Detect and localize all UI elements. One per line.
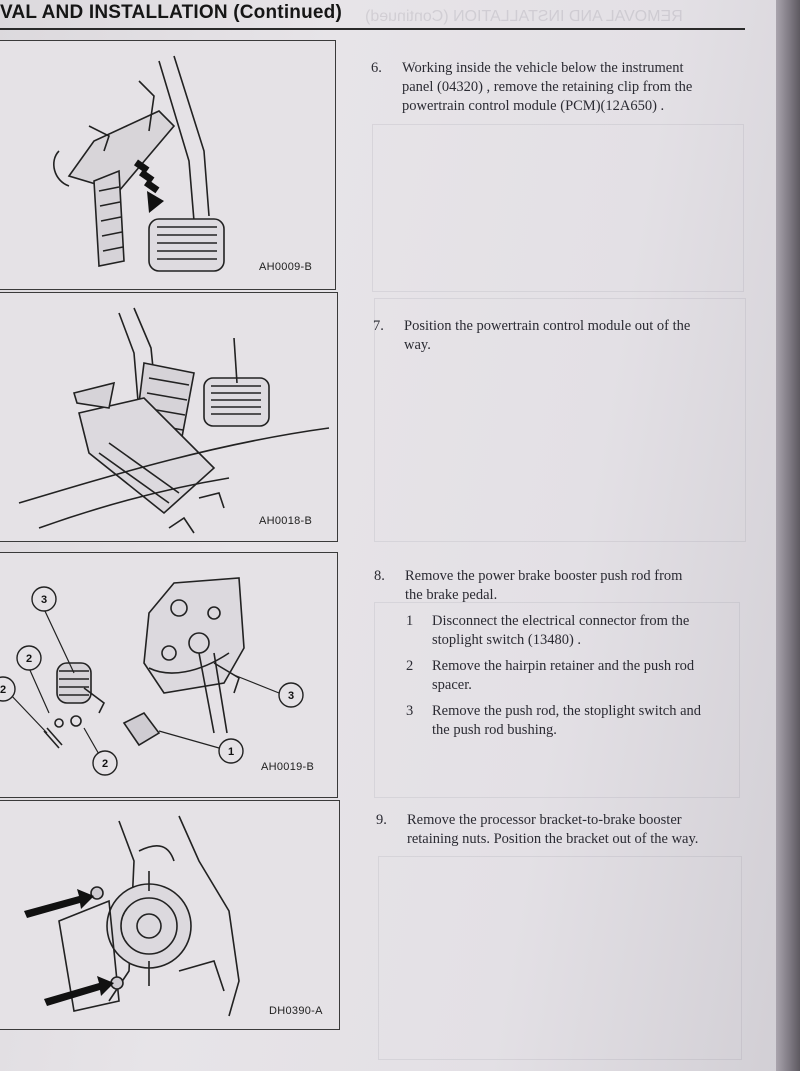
book-spine-shadow	[776, 0, 800, 1071]
figure-code: DH0390-A	[269, 1005, 323, 1017]
figure-dh0390: DH0390-A	[0, 800, 340, 1030]
bleed-through-text: REMOVAL AND INSTALLATION (Continued)	[365, 8, 683, 25]
step-number: 6.	[371, 60, 382, 76]
text-line: the brake pedal.	[405, 587, 498, 603]
bleed-through-box	[372, 124, 744, 292]
substep-text: Disconnect the electrical connector from…	[432, 612, 689, 650]
header-rule	[0, 28, 745, 30]
text-line: the push rod bushing.	[432, 722, 557, 738]
callout-circles	[0, 586, 304, 776]
figure-code: AH0009-B	[259, 261, 313, 273]
step-text: Remove the power brake booster push rod …	[405, 567, 682, 605]
text-line: Working inside the vehicle below the ins…	[402, 60, 684, 76]
bleed-through-box	[374, 602, 740, 798]
step-number: 7.	[373, 318, 384, 334]
substep-number: 2	[406, 658, 414, 674]
push-rod-illustration: 3 2 2 2 3 1	[0, 577, 304, 776]
callout-label-2a: 2	[26, 653, 32, 665]
section-header: VAL AND INSTALLATION (Continued)	[0, 2, 343, 23]
figure-code: AH0019-B	[261, 761, 315, 773]
text-line: way.	[404, 337, 431, 353]
text-line: Remove the hairpin retainer and the push…	[432, 658, 695, 674]
text-line: retaining nuts. Position the bracket out…	[407, 831, 699, 847]
text-line: spacer.	[432, 677, 472, 693]
manual-page: REMOVAL AND INSTALLATION (Continued) VAL…	[0, 0, 780, 1071]
substep-number: 1	[406, 613, 414, 629]
pcm-position-illustration	[18, 307, 330, 534]
callout-label-3b: 3	[288, 690, 294, 702]
text-line: stoplight switch (13480) .	[432, 632, 582, 648]
figure-ah0018: AH0018-B	[0, 292, 338, 542]
text-line: powertrain control module (PCM)(12A650) …	[402, 98, 665, 114]
bleed-through-box	[378, 856, 742, 1060]
figure-ah0009: AH0009-B	[0, 40, 336, 290]
figure-ah0019: 3 2 2 2 3 1 AH0019-B	[0, 552, 338, 798]
bracket-nuts-illustration	[24, 815, 240, 1017]
step-text: Position the powertrain control module o…	[404, 317, 690, 355]
text-line: Disconnect the electrical connector from…	[432, 613, 690, 629]
step-number: 8.	[374, 568, 385, 584]
text-line: Remove the processor bracket-to-brake bo…	[407, 812, 682, 828]
bleed-through-box	[374, 298, 746, 542]
text-line: Remove the power brake booster push rod …	[405, 568, 683, 584]
substep-text: Remove the push rod, the stoplight switc…	[432, 702, 701, 740]
text-line: panel (04320) , remove the retaining cli…	[402, 79, 693, 95]
substep-text: Remove the hairpin retainer and the push…	[432, 657, 694, 695]
text-line: Remove the push rod, the stoplight switc…	[432, 703, 702, 719]
step-text: Remove the processor bracket-to-brake bo…	[407, 811, 698, 849]
substep-number: 3	[406, 703, 414, 719]
pedal-clip-illustration	[53, 55, 225, 272]
callout-label-3a: 3	[41, 594, 47, 606]
callout-label-1: 1	[228, 746, 234, 758]
callout-label-2b: 2	[0, 684, 6, 696]
text-line: Position the powertrain control module o…	[404, 318, 691, 334]
step-number: 9.	[376, 812, 387, 828]
figure-code: AH0018-B	[259, 515, 313, 527]
step-text: Working inside the vehicle below the ins…	[402, 59, 692, 116]
callout-label-2c: 2	[102, 758, 108, 770]
